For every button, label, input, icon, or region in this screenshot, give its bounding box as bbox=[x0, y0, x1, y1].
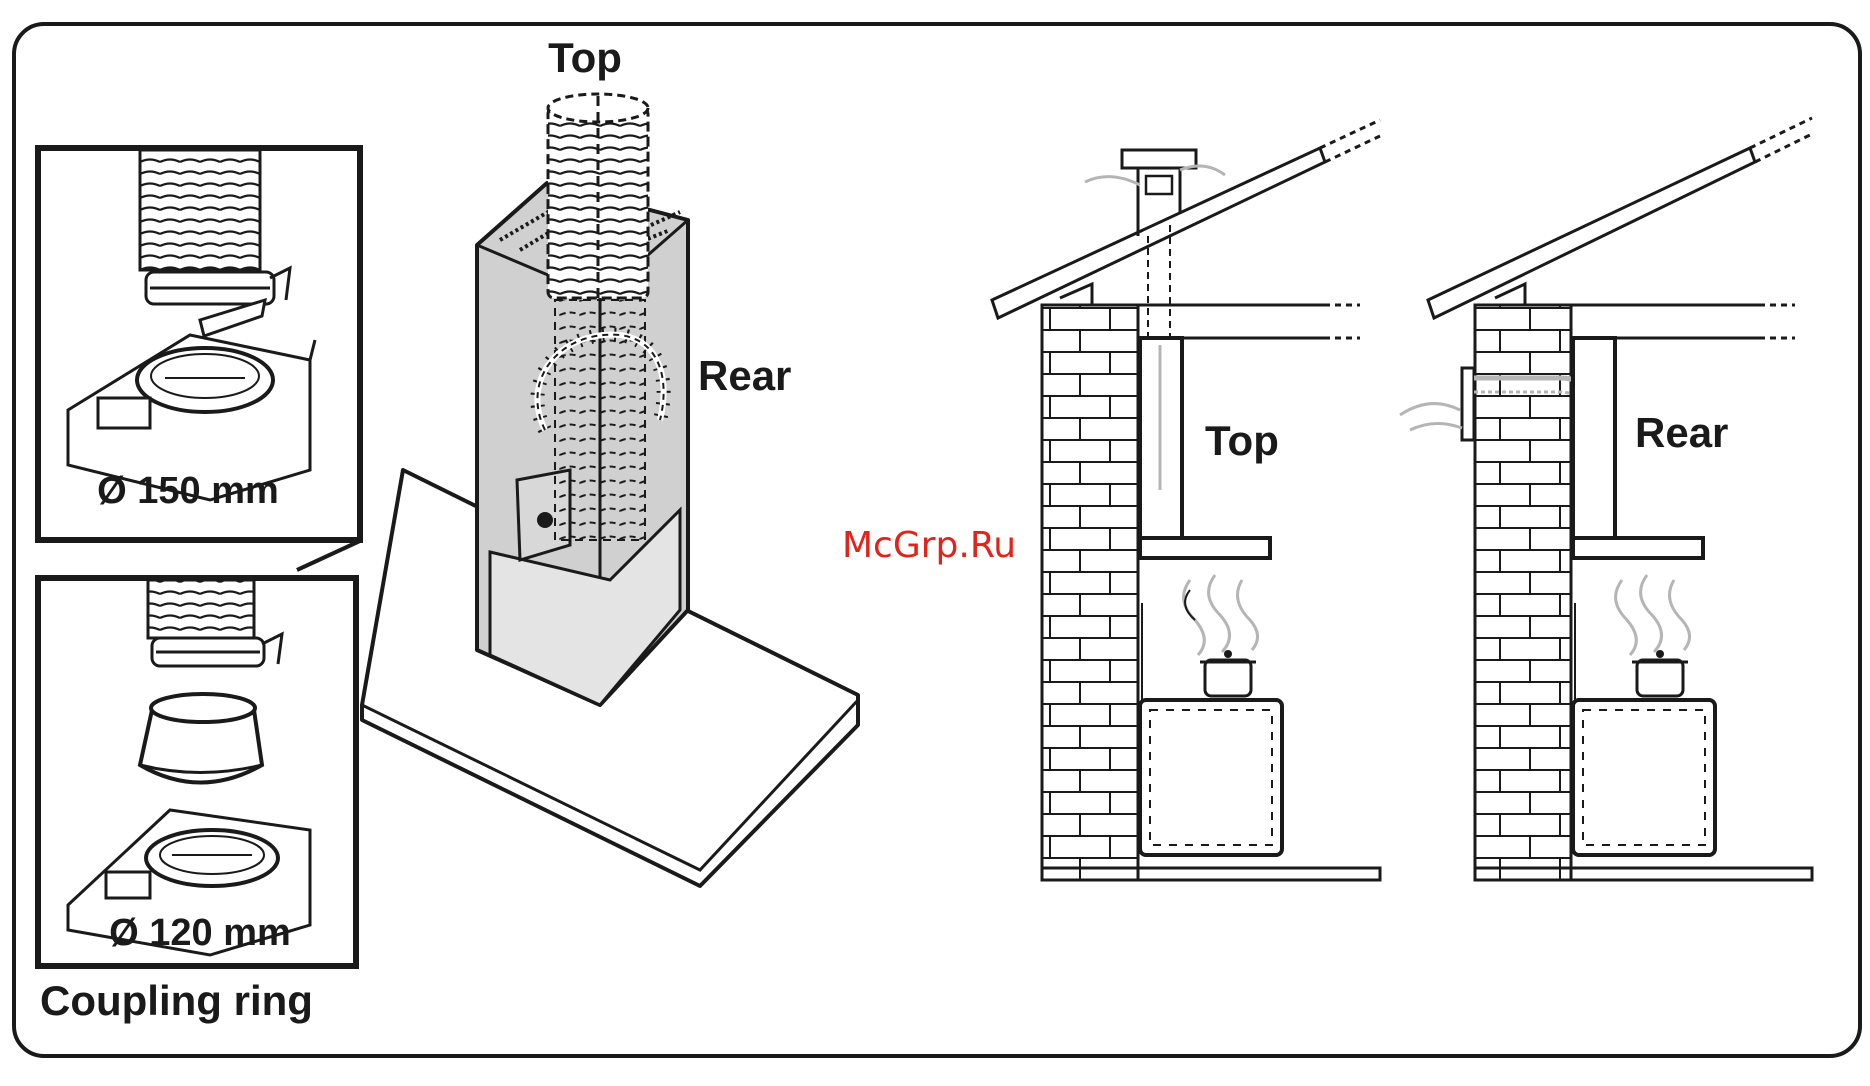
roof-cap-1 bbox=[1122, 150, 1196, 168]
hood-top-label: Top bbox=[548, 34, 622, 81]
house-rear-label: Rear bbox=[1635, 409, 1728, 456]
stove-2 bbox=[1573, 700, 1715, 855]
stove-1 bbox=[1140, 700, 1282, 855]
hood-chimney-2 bbox=[1573, 338, 1615, 538]
house-top-label: Top bbox=[1205, 417, 1279, 464]
watermark: McGrp.Ru bbox=[842, 525, 1016, 566]
hood-canopy-1 bbox=[1140, 538, 1270, 558]
pot-1 bbox=[1205, 660, 1251, 696]
coupling-ring-label: Coupling ring bbox=[40, 977, 313, 1024]
hood-canopy-2 bbox=[1573, 538, 1703, 558]
hood-rear-label: Rear bbox=[698, 352, 791, 399]
duct-150 bbox=[140, 150, 260, 270]
duct-120 bbox=[148, 580, 254, 638]
wall-vent-2 bbox=[1462, 368, 1474, 440]
diameter-120-label: Ø 120 mm bbox=[109, 912, 291, 954]
detail-box-120 bbox=[38, 578, 356, 966]
pot-2 bbox=[1637, 660, 1683, 696]
diameter-150-label: Ø 150 mm bbox=[97, 470, 279, 512]
brick-wall-1 bbox=[1042, 305, 1138, 880]
